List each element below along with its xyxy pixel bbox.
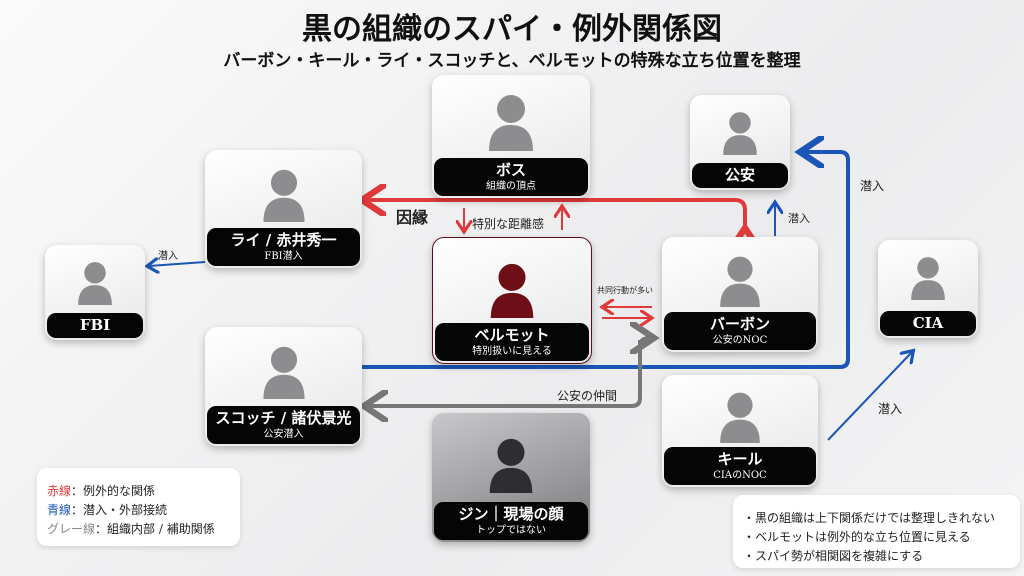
node-name: スコッチ / 諸伏景光	[215, 409, 352, 427]
node-name: バーボン	[709, 315, 770, 333]
person-icon	[262, 169, 305, 222]
node-sub: 特別扱いに見える	[472, 346, 552, 357]
label-sennyu-bourbon: 潜入	[788, 212, 810, 225]
legend-gray: グレー線：組織内部 / 補助関係	[47, 522, 215, 536]
person-icon	[490, 263, 534, 318]
node-name: ボス	[495, 161, 526, 179]
person-icon	[723, 112, 757, 155]
node-sub: トップではない	[476, 525, 546, 536]
node-gin[interactable]: ジン｜現場の顔トップではない	[432, 413, 590, 542]
note-item: ・スパイ勢が相関図を複雑にする	[743, 549, 924, 563]
label-innen: 因縁	[396, 208, 429, 227]
gray-line-bourbon-scotch	[368, 340, 642, 406]
node-bourbon[interactable]: バーボン公安のNOC	[662, 237, 818, 352]
person-icon	[489, 95, 533, 151]
person-icon	[720, 256, 760, 307]
page-title: 黒の組織のスパイ・例外関係図	[302, 12, 722, 47]
node-sub: FBI潜入	[264, 251, 303, 262]
label-sennyu-kir: 潜入	[878, 402, 903, 416]
person-icon	[911, 257, 945, 300]
node-sub: 公安のNOC	[712, 335, 768, 346]
node-rye[interactable]: ライ / 赤井秀一 FBI潜入	[205, 150, 362, 268]
label-sennyu-fbi: 潜入	[158, 251, 178, 262]
node-vermouth[interactable]: ベルモット特別扱いに見える	[432, 237, 592, 364]
notes-box: ・黒の組織は上下関係だけでは整理しきれない ・ベルモットは例外的な立ち位置に見え…	[733, 495, 1020, 568]
node-sub: 公安潜入	[263, 429, 304, 440]
node-name: ジン｜現場の顔	[458, 505, 564, 523]
node-scotch[interactable]: スコッチ / 諸伏景光公安潜入	[205, 327, 362, 446]
node-sub: 組織の頂点	[486, 181, 536, 192]
node-sub: CIAのNOC	[713, 470, 767, 481]
node-name: 公安	[724, 166, 755, 184]
blue-line-kir-cia	[827, 352, 912, 441]
node-name: ベルモット	[474, 326, 550, 344]
blue-line-rye-fbi	[149, 262, 206, 266]
node-boss[interactable]: ボス組織の頂点	[432, 75, 590, 198]
node-name: FBI	[79, 316, 111, 334]
node-name: キール	[717, 450, 763, 468]
node-cia[interactable]: CIA	[878, 240, 978, 338]
node-name: ライ / 赤井秀一	[230, 231, 337, 249]
node-kir[interactable]: キール CIAのNOC	[662, 375, 818, 487]
label-sennyu-scotch: 潜入	[860, 179, 885, 193]
person-icon	[78, 262, 112, 305]
legend: 赤線：例外的な関係 青線：潜入・外部接続 グレー線：組織内部 / 補助関係	[37, 468, 240, 546]
node-koan[interactable]: 公安	[690, 95, 790, 190]
person-icon	[489, 438, 533, 493]
person-icon	[262, 346, 305, 399]
blue-line-scotch-koan	[362, 152, 850, 369]
note-item: ・ベルモットは例外的な立ち位置に見える	[743, 530, 971, 544]
legend-blue: 青線：潜入・外部接続	[47, 503, 168, 517]
page-subtitle: バーボン・キール・ライ・スコッチと、ベルモットの特殊な立ち位置を整理	[223, 51, 801, 71]
label-joint: 共同行動が多い	[597, 286, 653, 295]
node-fbi[interactable]: FBI	[45, 245, 145, 340]
red-line-bourbon-rye	[366, 200, 745, 232]
note-item: ・黒の組織は上下関係だけでは整理しきれない	[743, 511, 996, 525]
person-icon	[720, 392, 760, 443]
node-name: CIA	[912, 314, 944, 332]
legend-red: 赤線：例外的な関係	[47, 484, 156, 498]
label-distance: 特別な距離感	[472, 217, 545, 231]
label-koan-nakama: 公安の仲間	[557, 389, 618, 403]
